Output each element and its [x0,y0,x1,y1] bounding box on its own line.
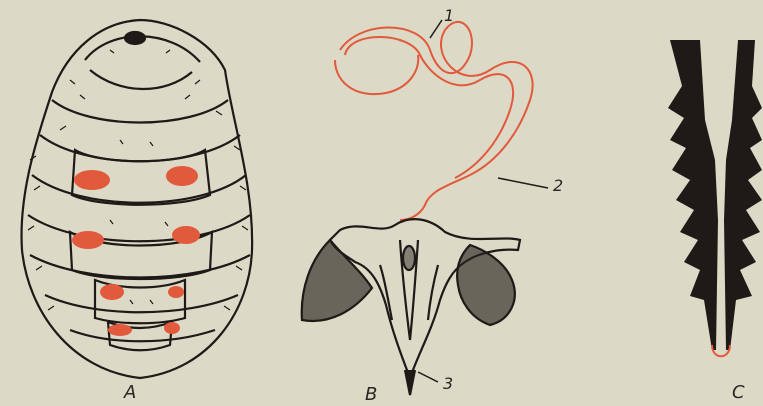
ovipositor-drawing-c [668,40,762,350]
female-organ-drawing [302,219,520,395]
panel-label-c: C [732,382,745,403]
panel-label-a: A [124,382,136,403]
callout-3: 3 [443,374,453,393]
panel-label-b: B [365,384,377,405]
callout-1: 1 [444,6,454,25]
coiled-duct-drawing [335,22,533,220]
callout-2: 2 [553,176,563,195]
abdomen-drawing-a [22,20,253,378]
